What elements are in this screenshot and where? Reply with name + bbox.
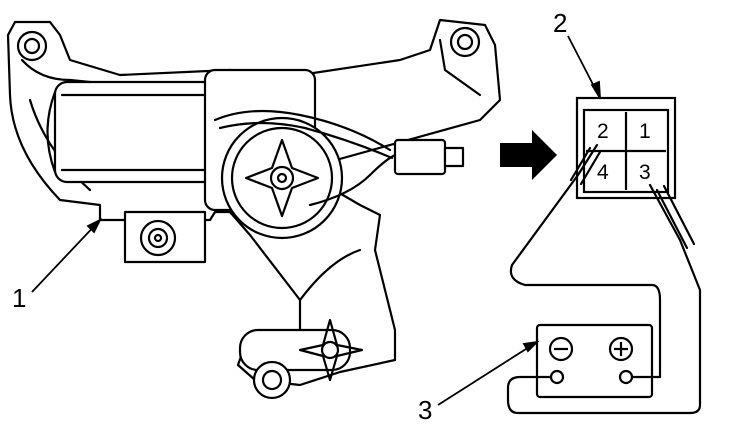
direction-arrow	[500, 130, 557, 180]
leader-line-motor	[31, 219, 101, 293]
test-lead-negative	[509, 143, 662, 379]
output-shaft	[252, 360, 292, 400]
gear-cover-rim	[230, 126, 334, 230]
callout-motor: 1	[12, 283, 27, 313]
test-lead-positive	[506, 183, 702, 415]
mount-bolt-bottom-core	[153, 233, 163, 243]
motor-housing-end	[46, 90, 57, 174]
crank-hub-inner	[276, 172, 288, 184]
bracket-relief-line	[298, 248, 362, 302]
mount-bolt-bottom	[139, 219, 177, 257]
wiper-motor-assembly	[6, 18, 502, 400]
connector-pin-label: 1	[639, 120, 651, 143]
motor-housing	[53, 80, 217, 184]
callout-connector: 2	[553, 8, 568, 38]
connector-pin-label: 2	[597, 120, 609, 143]
test-lead-negative-probe	[569, 146, 602, 186]
battery-positive-icon	[608, 336, 634, 362]
test-lead-positive-probe	[655, 184, 696, 250]
output-crank-hub	[320, 340, 340, 360]
crank-hub	[269, 165, 295, 191]
motor-connector-latch	[443, 146, 465, 168]
crank-star	[244, 138, 320, 218]
leader-line-battery	[437, 341, 538, 406]
connector-pin-label: 3	[639, 161, 651, 184]
output-shaft-inner	[261, 369, 283, 391]
mount-bolt-top-right	[449, 26, 481, 58]
connector-pin-label: 4	[597, 161, 609, 184]
battery	[535, 323, 654, 399]
motor-wire	[213, 109, 392, 152]
motor-wire	[308, 153, 397, 207]
test-leads	[506, 143, 702, 415]
mount-bolt-top-left	[16, 30, 48, 62]
output-crank-star	[298, 318, 364, 382]
connector-inner-frame	[582, 108, 670, 194]
bracket-relief-line	[20, 58, 122, 87]
battery-case	[535, 323, 654, 399]
mount-bolt-top-left-inner	[23, 37, 41, 55]
battery-negative-icon	[548, 336, 574, 362]
bracket-relief-line	[438, 38, 482, 97]
motor-connector-plug	[393, 138, 447, 176]
leader-arrowhead-battery	[522, 340, 540, 353]
output-arm	[238, 328, 352, 372]
leader-arrowhead-connector	[590, 80, 601, 99]
motor-wire	[218, 121, 394, 160]
connector-face	[575, 96, 677, 200]
callout-battery: 3	[418, 395, 433, 425]
leader-lines	[31, 35, 601, 406]
mount-bolt-bottom-inner	[147, 227, 169, 249]
mount-bolt-top-right-inner	[456, 33, 474, 51]
leader-arrowhead-motor	[86, 217, 103, 234]
